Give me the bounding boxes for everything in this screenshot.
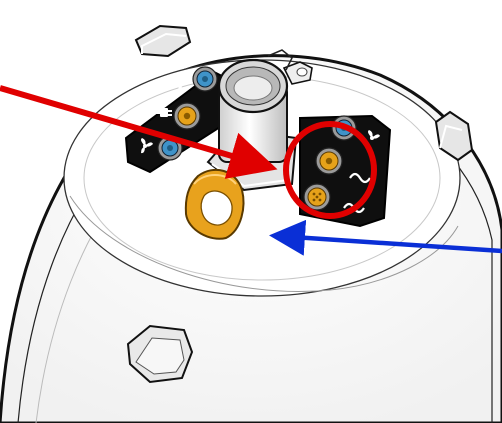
plug-icon bbox=[156, 108, 172, 117]
red-circle bbox=[283, 121, 377, 219]
orange-handle bbox=[184, 168, 245, 240]
port-orange-right-bottom bbox=[303, 183, 331, 211]
left-connector-panel bbox=[124, 66, 235, 174]
fan-icon bbox=[368, 130, 380, 140]
fan-icon bbox=[178, 76, 190, 92]
rim-tab-bottom bbox=[126, 324, 194, 384]
port-orange-right-middle bbox=[315, 147, 343, 175]
port-blue-top-left bbox=[192, 66, 218, 92]
wave-icon bbox=[349, 172, 371, 184]
port-orange-left bbox=[173, 102, 201, 130]
red-arrow bbox=[0, 85, 278, 179]
blue-arrow bbox=[269, 219, 502, 256]
rim-tab-top bbox=[134, 24, 192, 58]
fan-icon bbox=[141, 138, 153, 154]
rim-tab-right bbox=[434, 110, 474, 162]
